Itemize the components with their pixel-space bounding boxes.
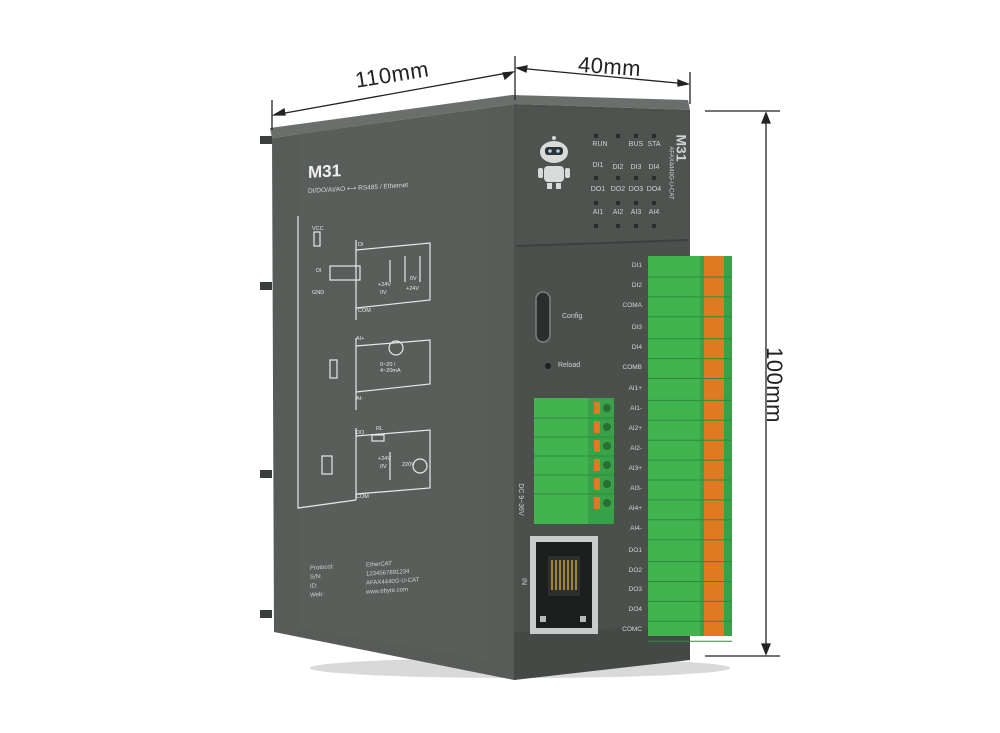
terminal-label: AI1- (630, 405, 642, 413)
led-indicators (594, 134, 656, 228)
power-terminal-block (534, 398, 614, 524)
config-label: Config (562, 313, 583, 320)
led-label: DI1 (592, 162, 604, 169)
side-model-title: M31 (308, 160, 342, 183)
terminal-label: COMA (622, 301, 643, 309)
spec-key: Web: (310, 591, 324, 599)
led-label: DI4 (648, 164, 660, 171)
height-dimension-label: 100mm (761, 347, 787, 423)
top-face (270, 95, 690, 138)
terminal-label: AI4+ (628, 504, 642, 512)
label-0v-b: 0V (410, 276, 417, 282)
spec-key: Protocol: (310, 564, 334, 572)
front-model-label: M31 (673, 134, 690, 162)
label-0v-c: 0V (380, 464, 387, 470)
label-rl: RL (376, 426, 384, 432)
port-label: IN (520, 578, 527, 585)
label-24v-b: +24V (406, 286, 419, 292)
led-label: DO2 (610, 186, 626, 193)
front-part-number: AFAX4440G-U-CAT (667, 146, 674, 200)
terminal-label: AI2+ (628, 425, 642, 433)
ethernet-port (530, 536, 598, 634)
spec-values: EtherCAT 1234567891234 AFAX4440G-U-CAT w… (366, 558, 419, 597)
power-label: DC 9~36V (516, 483, 524, 516)
led-label: BUS (628, 141, 644, 148)
terminal-label: AI2- (630, 445, 642, 453)
label-24v-c: +24V (378, 456, 391, 462)
label-com-2: COM (356, 494, 369, 500)
terminal-label: DO1 (628, 546, 642, 554)
label-vcc: VCC (312, 226, 324, 232)
led-label: DO1 (590, 186, 606, 193)
led-label: RUN (592, 141, 608, 148)
din-rail-clips (260, 136, 272, 618)
label-0v-a: 0V (380, 290, 387, 296)
reload-button (545, 363, 551, 369)
label-220v: 220V (402, 462, 415, 468)
terminal-label: DO3 (628, 586, 642, 594)
terminal-label: DI3 (631, 323, 642, 331)
led-label: DI3 (630, 164, 642, 171)
robot-logo-icon (538, 136, 570, 189)
label-ai-minus: AI- (356, 396, 364, 402)
led-label: AI4 (648, 209, 660, 216)
terminal-label: COMB (622, 363, 643, 371)
label-com-1: COM (358, 308, 371, 314)
led-label: DO3 (628, 186, 644, 193)
terminal-label: DI2 (631, 281, 642, 289)
terminal-label: DI1 (631, 262, 642, 269)
terminal-label: AI4- (630, 524, 642, 532)
label-do: DO (356, 430, 365, 436)
label-di-small: DI (316, 268, 322, 274)
wiring-diagram (297, 216, 431, 509)
led-label: DI2 (612, 164, 624, 171)
terminal-label: AI3+ (628, 465, 642, 472)
terminal-label: AI3- (630, 484, 642, 492)
led-label: AI3 (630, 209, 642, 216)
terminal-label: AI1+ (628, 385, 642, 393)
terminal-label: DO4 (628, 606, 642, 614)
led-label: STA (647, 141, 661, 148)
spec-keys: Protocol: S/N: ID: Web: (310, 563, 334, 600)
led-label: AI2 (612, 209, 624, 216)
reload-label: Reload (558, 362, 581, 369)
led-label: AI1 (592, 209, 604, 216)
terminal-label: DI4 (631, 343, 642, 351)
usb-c-port (535, 291, 551, 343)
width-dimension-label: 40mm (577, 51, 642, 82)
label-di: DI (358, 242, 364, 248)
label-24v-a: +24V (378, 282, 391, 288)
label-range: 0~20 / 4~20mA (380, 362, 401, 374)
label-gnd: GND (312, 290, 325, 296)
terminal-label: COMC (622, 626, 642, 634)
led-label: DO4 (646, 186, 662, 193)
main-terminal-block (648, 256, 732, 642)
terminal-label: DO2 (628, 566, 642, 574)
label-ai-plus: AI+ (356, 336, 365, 342)
